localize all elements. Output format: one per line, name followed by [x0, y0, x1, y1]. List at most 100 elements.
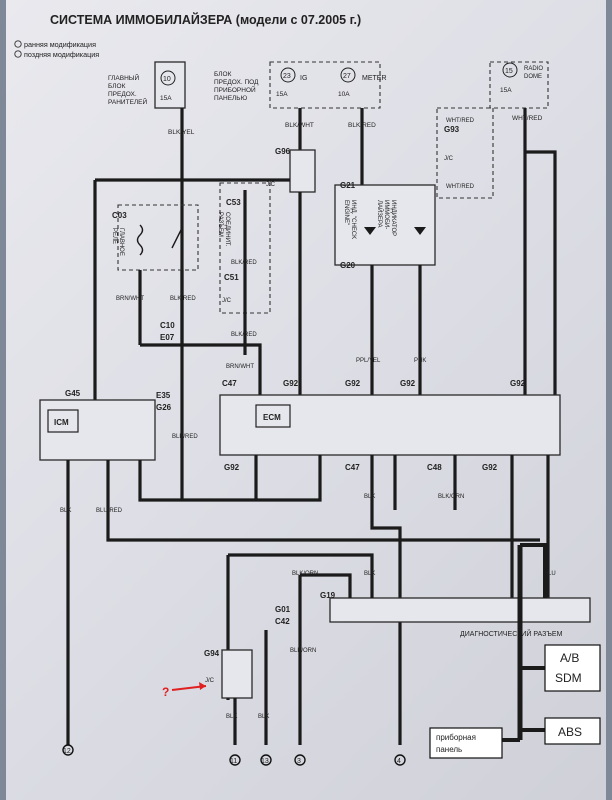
- label-c48: C48: [427, 463, 442, 472]
- label-c42: C42: [275, 617, 290, 626]
- svg-text:BLK: BLK: [364, 571, 375, 577]
- svg-text:J/C: J/C: [266, 182, 276, 188]
- wire-label-blk-wht: BLK/WHT: [285, 122, 314, 129]
- svg-text:ИНД. "CHECK: ИНД. "CHECK: [350, 200, 356, 239]
- label-g21: G21: [340, 181, 356, 190]
- svg-text:23: 23: [283, 73, 291, 80]
- relay-coil-icon: [136, 224, 144, 256]
- label-c47-top: C47: [222, 379, 237, 388]
- svg-text:13: 13: [261, 758, 269, 765]
- connector-g93: [436, 107, 494, 199]
- wire-icm-ecm-loop: [138, 455, 322, 502]
- instrument-cluster: [334, 184, 436, 266]
- fuse-27: 27 METER 10A: [338, 67, 387, 98]
- svg-text:PPL/YEL: PPL/YEL: [356, 358, 381, 364]
- label-g92-top-1: G92: [283, 379, 299, 388]
- junction-g96: [289, 149, 316, 193]
- label-g19: G19: [320, 591, 336, 600]
- ground-4: 4: [394, 754, 406, 766]
- main-relay-c03: [117, 204, 199, 271]
- label-c53: C53: [226, 198, 241, 207]
- dash-panel-label-2: панель: [436, 745, 462, 754]
- svg-text:BLK: BLK: [258, 714, 269, 720]
- bus-blu-vertical: [520, 543, 547, 598]
- wire-label-brn-wht: BRN/WHT: [116, 296, 144, 302]
- svg-text:BRN/WHT: BRN/WHT: [226, 364, 254, 370]
- svg-text:BLK/RED: BLK/RED: [172, 434, 198, 440]
- wire-blu-red: [106, 460, 540, 542]
- diagnostic-connector: [329, 597, 591, 623]
- label-c03: C03: [112, 211, 127, 220]
- ground-12: 12: [62, 744, 74, 756]
- label-g20: G20: [340, 261, 356, 270]
- red-arrowhead-icon: [199, 682, 206, 690]
- svg-text:ИНДИКАТОР: ИНДИКАТОР: [390, 200, 396, 236]
- svg-text:BLU/RED: BLU/RED: [96, 508, 123, 514]
- abs-box: [544, 717, 601, 745]
- wire-radio-branch: [525, 150, 557, 400]
- label-g26: G26: [156, 403, 172, 412]
- svg-text:IG: IG: [300, 75, 307, 82]
- icm-chip-icon: [47, 409, 79, 433]
- svg-text:СОЕДИНИТ.: СОЕДИНИТ.: [224, 212, 230, 247]
- svg-text:DOME: DOME: [524, 74, 542, 80]
- svg-text:10A: 10A: [338, 91, 350, 98]
- svg-text:12: 12: [63, 748, 71, 755]
- icm-label: ICM: [54, 418, 69, 427]
- fuse-10: 10 15A: [160, 70, 176, 102]
- svg-text:РЕЛЕ: РЕЛЕ: [111, 228, 117, 244]
- ground-11: 11: [229, 754, 241, 766]
- svg-text:ЛАЙЗЕРА: ЛАЙЗЕРА: [376, 200, 384, 227]
- label-g01: G01: [275, 605, 291, 614]
- svg-text:BLK/ORN: BLK/ORN: [290, 648, 316, 654]
- label-c47-bottom: C47: [345, 463, 360, 472]
- label-e07: E07: [160, 333, 175, 342]
- immo-indicator-label: ИНДИКАТОР ИММОБИ- ЛАЙЗЕРА: [376, 200, 396, 236]
- svg-text:БЛОК: БЛОК: [108, 83, 126, 90]
- label-e35: E35: [156, 391, 171, 400]
- relay-switch-icon: [171, 227, 183, 249]
- svg-text:БЛОК: БЛОК: [214, 71, 232, 78]
- dash-panel-box: [429, 727, 503, 759]
- label-g92-bottom-2: G92: [482, 463, 498, 472]
- label-g94: G94: [204, 649, 220, 658]
- dash-fuse-block-label: БЛОК ПРЕДОХ. ПОД ПРИБОРНОЙ ПАНЕЛЬЮ: [214, 71, 259, 102]
- ecm-chip-icon: [255, 404, 291, 428]
- svg-text:15A: 15A: [500, 87, 512, 94]
- svg-text:ПРИБОРНОЙ: ПРИБОРНОЙ: [214, 85, 256, 94]
- label-g45: G45: [65, 389, 81, 398]
- svg-text:BLK/ORN: BLK/ORN: [438, 494, 464, 500]
- svg-text:ПАНЕЛЬЮ: ПАНЕЛЬЮ: [214, 95, 248, 102]
- svg-text:10: 10: [163, 76, 171, 83]
- legend-early: ранняя модификация: [24, 40, 96, 49]
- wire-label-blk-red-meter: BLK/RED: [348, 122, 376, 129]
- wire-blk-orn-to-g19: [300, 573, 352, 598]
- svg-text:BLK: BLK: [226, 714, 237, 720]
- label-c51: C51: [224, 273, 239, 282]
- diagram-title: СИСТЕМА ИММОБИЛАЙЗЕРА (модели с 07.2005 …: [50, 12, 361, 27]
- svg-text:BLK: BLK: [364, 494, 375, 500]
- svg-text:27: 27: [343, 73, 351, 80]
- label-g96: G96: [275, 147, 291, 156]
- label-g92-top-3: G92: [400, 379, 416, 388]
- legend-late: поздняя модификация: [24, 50, 99, 59]
- dash-fuse-box: [269, 61, 381, 109]
- svg-text:ПРЕДОХ.: ПРЕДОХ.: [108, 91, 137, 98]
- svg-text:J/C: J/C: [222, 298, 232, 304]
- svg-text:RADIO: RADIO: [524, 66, 543, 72]
- wire-label-wht-red: WHT/RED: [512, 115, 543, 122]
- radio-fuse-box: [489, 61, 549, 109]
- svg-text:15A: 15A: [276, 91, 288, 98]
- svg-text:РАНИТЕЛЕЙ: РАНИТЕЛЕЙ: [108, 97, 148, 106]
- svg-text:BLK/ORN: BLK/ORN: [292, 571, 318, 577]
- main-relay-label: ГЛАВНОЕ РЕЛЕ: [111, 228, 124, 256]
- svg-text:ГЛАВНЫЙ: ГЛАВНЫЙ: [108, 73, 140, 82]
- svg-text:J/C: J/C: [444, 156, 454, 162]
- svg-text:ГЛАВНОЕ: ГЛАВНОЕ: [118, 228, 124, 256]
- check-engine-label: ИНД. "CHECK ENGINE": [343, 200, 356, 239]
- svg-text:3: 3: [297, 758, 301, 765]
- svg-text:WHT/RED: WHT/RED: [446, 184, 475, 190]
- label-g92-bottom-1: G92: [224, 463, 240, 472]
- ab-sdm-label-2: SDM: [555, 671, 582, 685]
